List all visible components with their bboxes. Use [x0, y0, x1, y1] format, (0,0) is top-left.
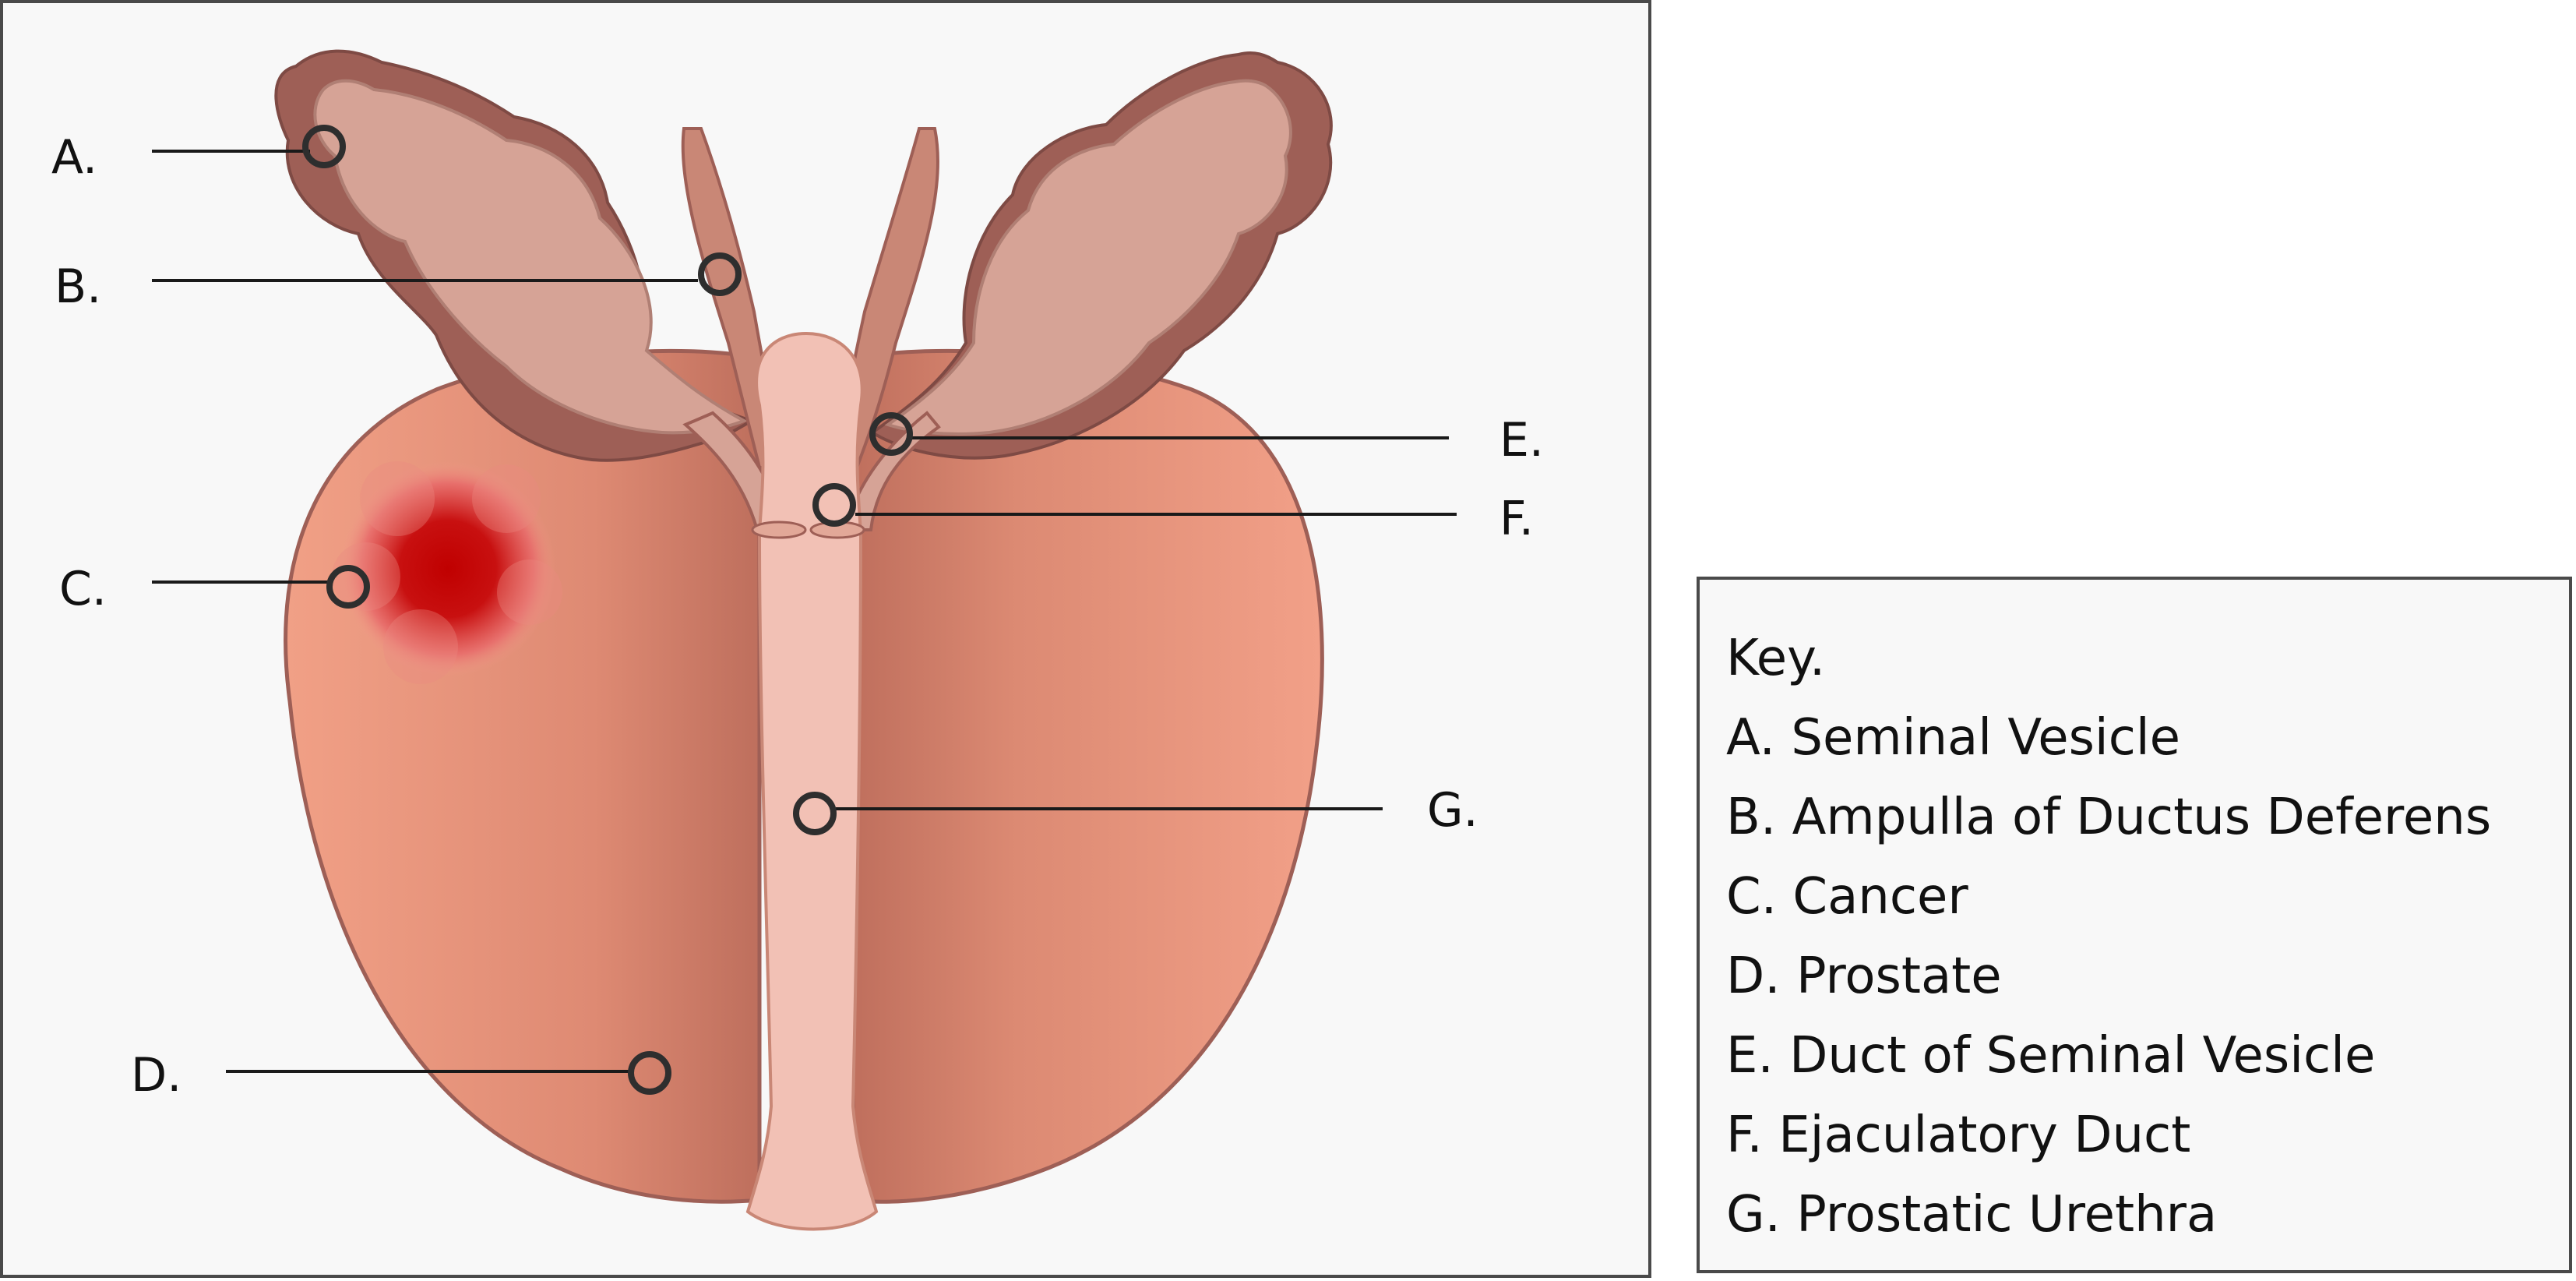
seminal-vesicle-right — [869, 51, 1333, 460]
key-item-cancer: C. Cancer — [1726, 868, 1968, 926]
key-item-duct-seminal-vesicle: E. Duct of Seminal Vesicle — [1726, 1027, 2376, 1085]
marker-c — [326, 565, 370, 609]
key-item-ejaculatory-duct: F. Ejaculatory Duct — [1726, 1106, 2191, 1164]
marker-d — [628, 1051, 671, 1095]
label-e: E. — [1499, 413, 1544, 468]
cancer-lesion — [332, 461, 562, 684]
marker-b — [698, 252, 742, 296]
key-item-seminal-vesicle: A. Seminal Vesicle — [1726, 709, 2181, 767]
key-item-prostate: D. Prostate — [1726, 948, 2002, 1005]
leader-lines — [152, 150, 1457, 1073]
ejaculatory-duct-left — [751, 521, 807, 539]
marker-g — [793, 792, 837, 835]
label-g: G. — [1427, 783, 1478, 838]
key-title: Key. — [1726, 630, 1826, 687]
marker-e — [869, 412, 913, 456]
key-item-prostatic-urethra: G. Prostatic Urethra — [1726, 1186, 2218, 1244]
key-panel: Key. A. Seminal Vesicle B. Ampulla of Du… — [1697, 577, 2572, 1273]
label-a: A. — [51, 130, 97, 185]
label-c: C. — [59, 562, 107, 616]
seminal-vesicle-left — [274, 49, 756, 462]
marker-rings — [302, 125, 913, 1095]
label-b: B. — [55, 259, 101, 314]
label-d: D. — [131, 1048, 181, 1103]
label-f: F. — [1499, 492, 1534, 546]
marker-f — [812, 483, 856, 527]
marker-a — [302, 125, 346, 168]
key-item-ampulla: B. Ampulla of Ductus Deferens — [1726, 789, 2492, 846]
